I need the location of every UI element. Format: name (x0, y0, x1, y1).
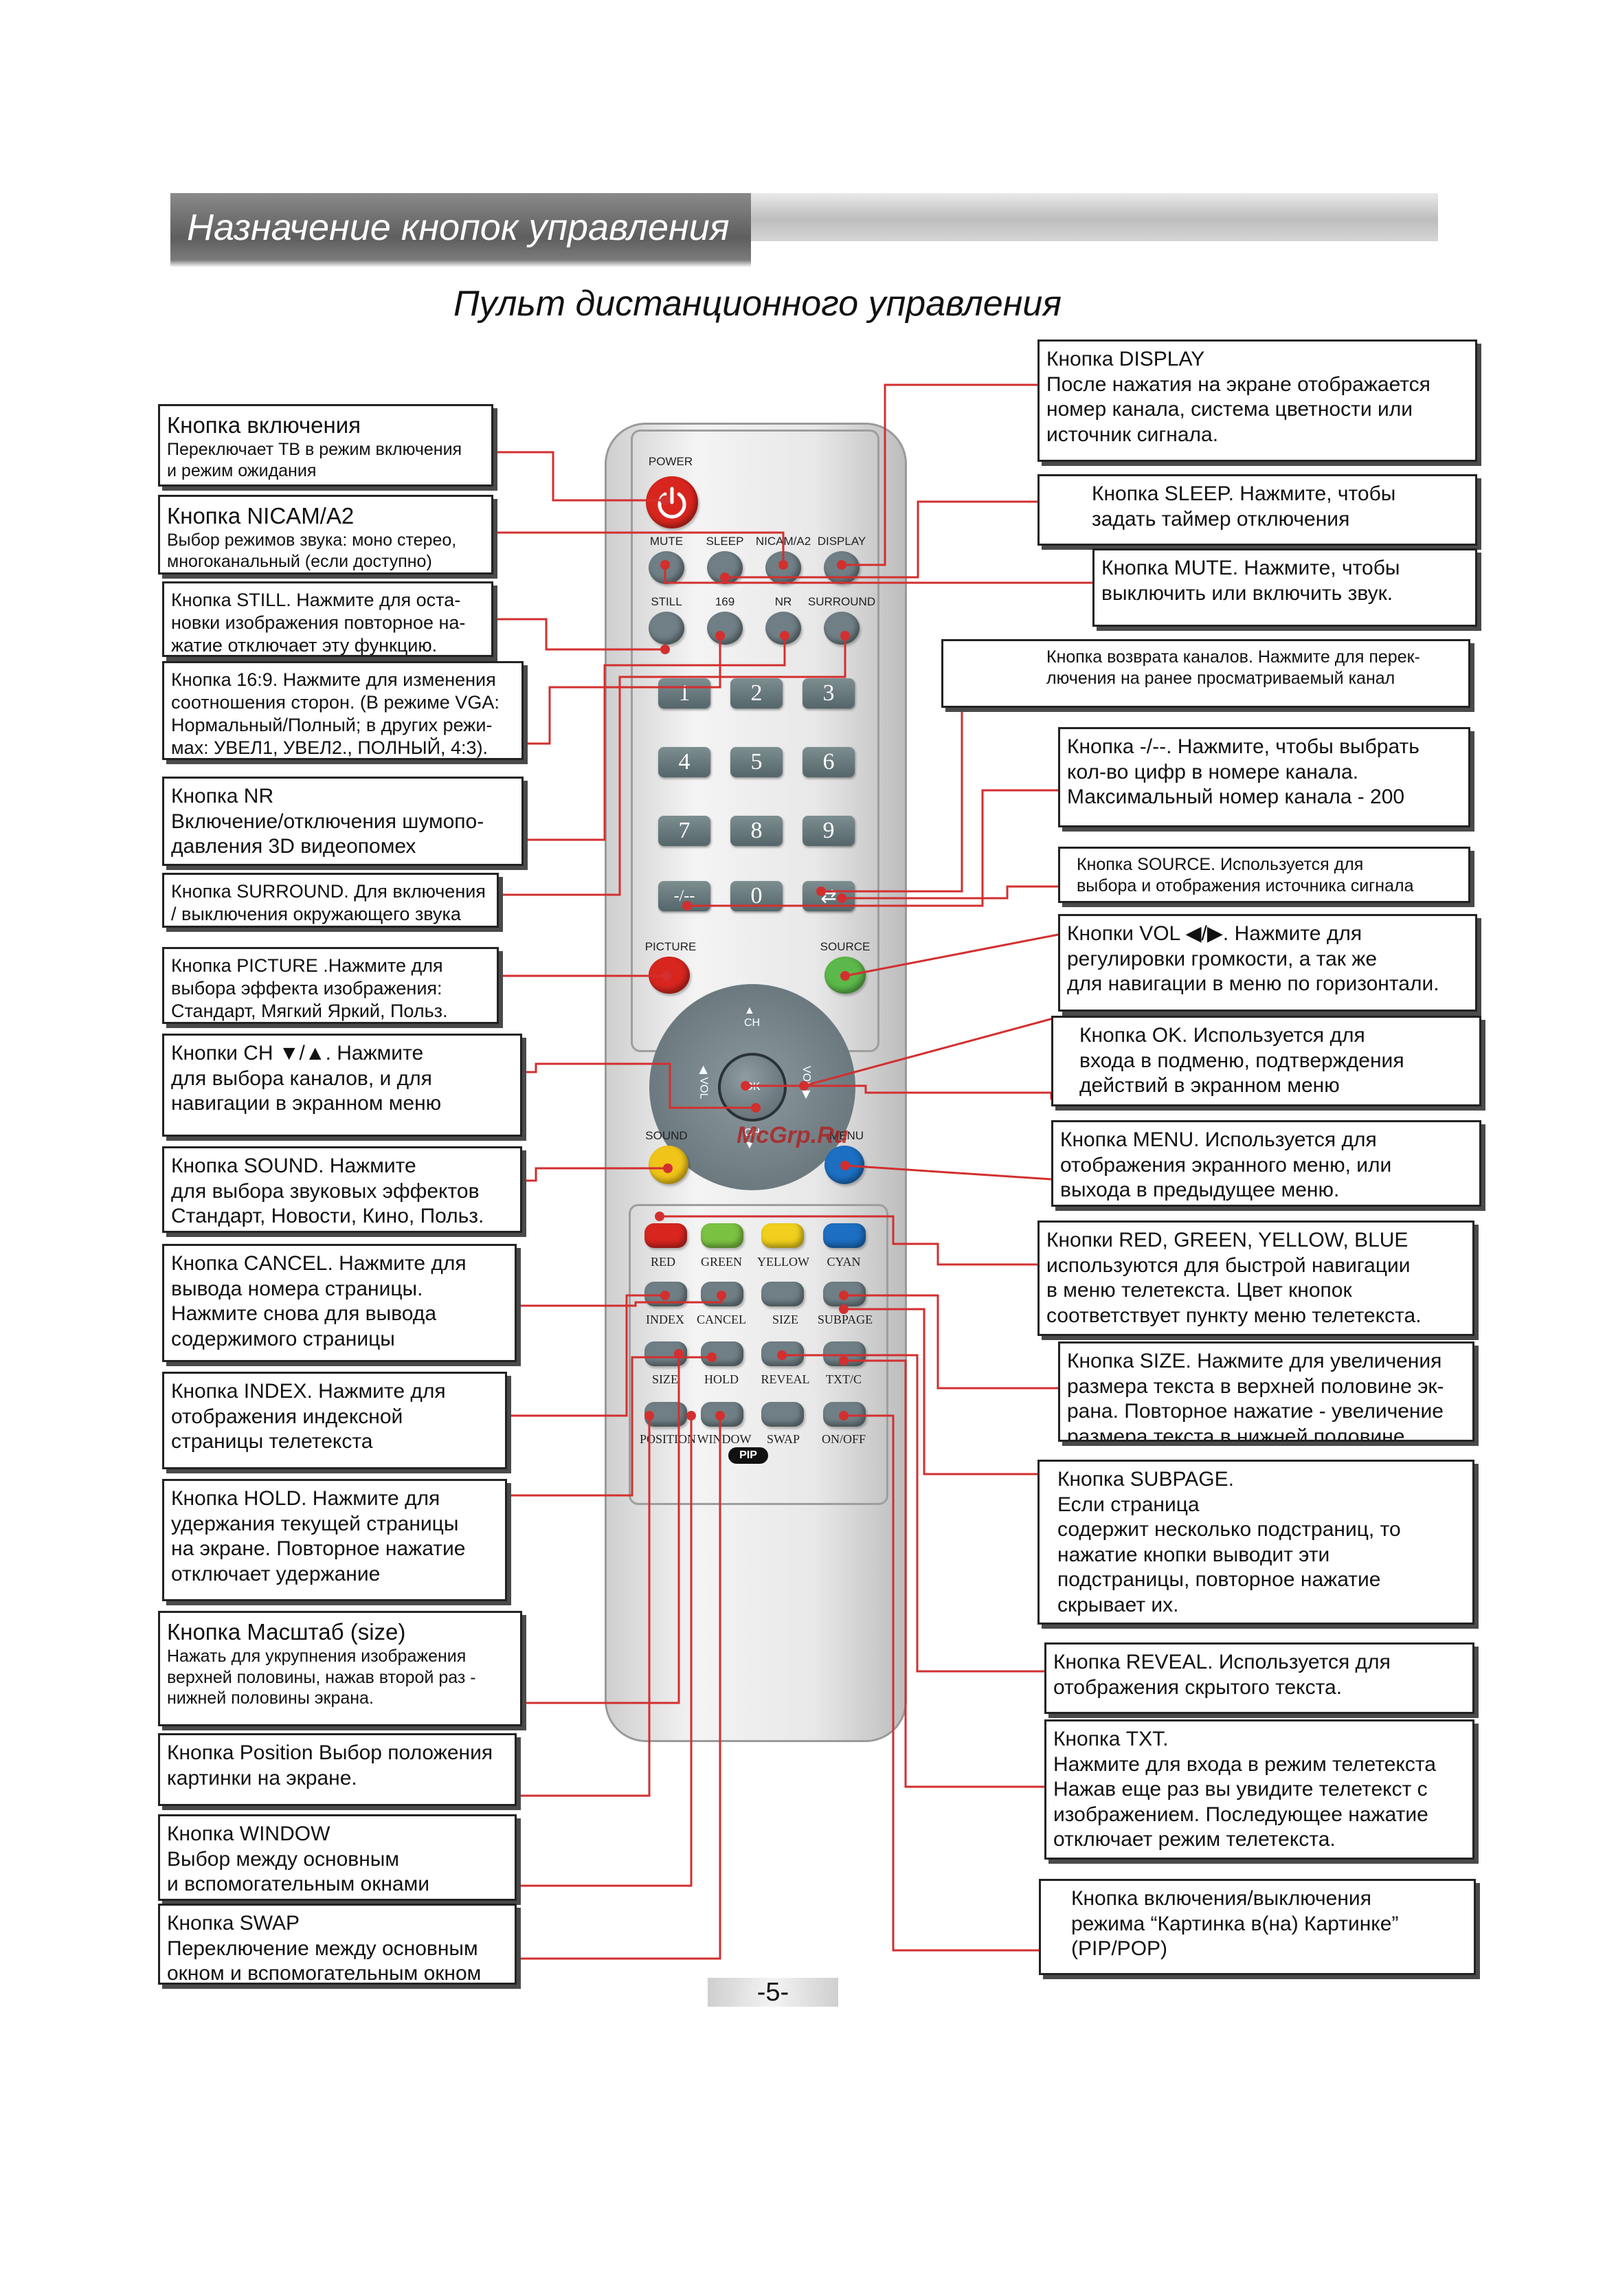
annotation-nicam: Кнопка NICAM/A2 Выбор режимов звука: мон… (158, 495, 493, 575)
sleep-label: SLEEP (706, 535, 744, 548)
digit-3-button[interactable]: 3 (803, 678, 855, 709)
green-label: GREEN (701, 1255, 742, 1269)
cancel-label: CANCEL (697, 1313, 746, 1326)
position-label: POSITION (639, 1432, 697, 1446)
yellow-button[interactable] (761, 1223, 804, 1248)
power-label: POWER (648, 455, 693, 468)
annotation-subpage: Кнопка SUBPAGE. Если страница содержит н… (1037, 1460, 1474, 1625)
red-button[interactable] (644, 1223, 687, 1248)
section-title: Назначение кнопок управления (170, 193, 751, 267)
cyan-label: CYAN (827, 1255, 861, 1269)
size-label: SIZE (772, 1313, 798, 1326)
ch-down-label: CH▼ (744, 1127, 761, 1151)
page-number: -5- (708, 1978, 838, 2007)
nr-label: NR (774, 595, 792, 608)
digit-6-button[interactable]: 6 (803, 747, 855, 777)
annotation-sound: Кнопка SOUND. Нажмите для выбора звуковы… (162, 1146, 522, 1233)
annotation-index: Кнопка INDEX. Нажмите для отображения ин… (162, 1372, 507, 1469)
still-label: STILL (651, 595, 682, 608)
annotation-digit-count: Кнопка -/--. Нажмите, чтобы выбрать кол-… (1058, 727, 1470, 827)
annotation-ratio: Кнопка 16:9. Нажмите для изменения соотн… (162, 661, 524, 760)
annotation-swap: Кнопка SWAP Переключение между основным … (158, 1904, 517, 1985)
annotation-reveal: Кнопка REVEAL. Используется для отображе… (1044, 1642, 1474, 1714)
size-button[interactable] (761, 1282, 804, 1306)
digit-2-button[interactable]: 2 (730, 678, 783, 709)
digit-9-button[interactable]: 9 (803, 816, 855, 846)
surround-button[interactable] (824, 612, 860, 645)
annotation-sleep: Кнопка SLEEP. Нажмите, чтобы задать тайм… (1037, 474, 1477, 546)
menu-label: MENU (829, 1129, 864, 1142)
annotation-power: Кнопка включения Переключает ТВ в режим … (158, 404, 493, 487)
mute-label: MUTE (649, 535, 684, 548)
annotation-size-text: Кнопка SIZE. Нажмите для увеличения разм… (1058, 1341, 1474, 1442)
digit-8-button[interactable]: 8 (730, 816, 783, 846)
annotation-mute: Кнопка MUTE. Нажмите, чтобы выключить ил… (1092, 548, 1477, 627)
annotation-size: Кнопка Масштаб (size) Нажать для укрупне… (158, 1611, 522, 1726)
ch-up-label: ▲CH (744, 1005, 761, 1029)
hold-button[interactable] (701, 1341, 743, 1366)
annotation-source: Кнопка SOURCE. Используется для выбора и… (1058, 847, 1470, 903)
annotation-display: Кнопка DISPLAY После нажатия на экране о… (1037, 339, 1477, 462)
yellow-label: YELLOW (757, 1255, 809, 1269)
annotation-still: Кнопка STILL. Нажмите для оста- новки из… (162, 581, 493, 657)
digit-count-button[interactable]: -/-- (658, 881, 710, 911)
annotation-window: Кнопка WINDOW Выбор между основным и всп… (158, 1814, 517, 1901)
power-button[interactable] (646, 476, 698, 528)
onoff-label: ON/OFF (821, 1432, 866, 1446)
hold-label: HOLD (704, 1372, 739, 1386)
watermark: McGrp.Ru (737, 1122, 849, 1148)
still-button[interactable] (649, 612, 684, 645)
red-label: RED (651, 1255, 675, 1269)
green-button[interactable] (701, 1223, 743, 1248)
digit-5-button[interactable]: 5 (730, 747, 783, 777)
digit-7-button[interactable]: 7 (658, 816, 710, 846)
annotation-txt: Кнопка TXT. Нажмите для входа в режим те… (1044, 1719, 1474, 1860)
annotation-hold: Кнопка HOLD. Нажмите для удержания текущ… (162, 1479, 507, 1601)
index-label: INDEX (646, 1313, 684, 1326)
window-label: WINDOW (697, 1432, 752, 1446)
picture-label: PICTURE (644, 940, 697, 953)
ratio-label: 169 (715, 595, 735, 608)
annotation-menu: Кнопка MENU. Используется для отображени… (1051, 1120, 1481, 1207)
ch-up-icon: ▲ (744, 1005, 755, 1016)
size2-label: SIZE (652, 1372, 678, 1386)
annotation-cancel: Кнопка CANCEL. Нажмите для вывода номера… (162, 1244, 517, 1362)
annotation-surround: Кнопка SURROUND. Для включения / выключе… (162, 873, 499, 928)
digit-4-button[interactable]: 4 (658, 747, 710, 777)
annotation-pip: Кнопка включения/выключения режима “Карт… (1039, 1879, 1476, 1975)
digit-1-button[interactable]: 1 (658, 678, 710, 709)
page-title: Пульт дистанционного управления (453, 284, 1062, 324)
display-label: DISPLAY (817, 535, 866, 548)
ratio-button[interactable] (707, 612, 743, 645)
swap-button[interactable] (761, 1402, 804, 1427)
annotation-picture: Кнопка PICTURE .Нажмите для выбора эффек… (162, 947, 499, 1024)
annotation-ch: Кнопки CH ▼/▲. Нажмите для выбора канало… (162, 1034, 522, 1137)
pip-badge: PIP (728, 1447, 768, 1464)
annotation-return-channel: Кнопка возврата каналов. Нажмите для пер… (941, 639, 1470, 708)
reveal-label: REVEAL (761, 1372, 810, 1386)
annotation-ok: Кнопка OK. Используется для входа в подм… (1051, 1016, 1481, 1106)
swap-label: SWAP (766, 1432, 800, 1446)
annotation-color-keys: Кнопки RED, GREEN, YELLOW, BLUE использу… (1037, 1221, 1474, 1336)
cyan-button[interactable] (823, 1223, 866, 1248)
sound-label: SOUND (645, 1129, 688, 1142)
txt-label: TXT/C (826, 1372, 862, 1386)
surround-label: SURROUND (807, 595, 876, 608)
ch-down-icon: ▼ (744, 1139, 755, 1151)
source-label: SOURCE (820, 940, 871, 953)
subpage-label: SUBPAGE (817, 1313, 873, 1326)
annotation-nr: Кнопка NR Включение/отключения шумопо- д… (162, 777, 524, 866)
annotation-vol: Кнопки VOL ◀/▶. Нажмите для регулировки … (1058, 914, 1477, 1012)
annotation-position: Кнопка Position Выбор положения картинки… (158, 1733, 517, 1806)
